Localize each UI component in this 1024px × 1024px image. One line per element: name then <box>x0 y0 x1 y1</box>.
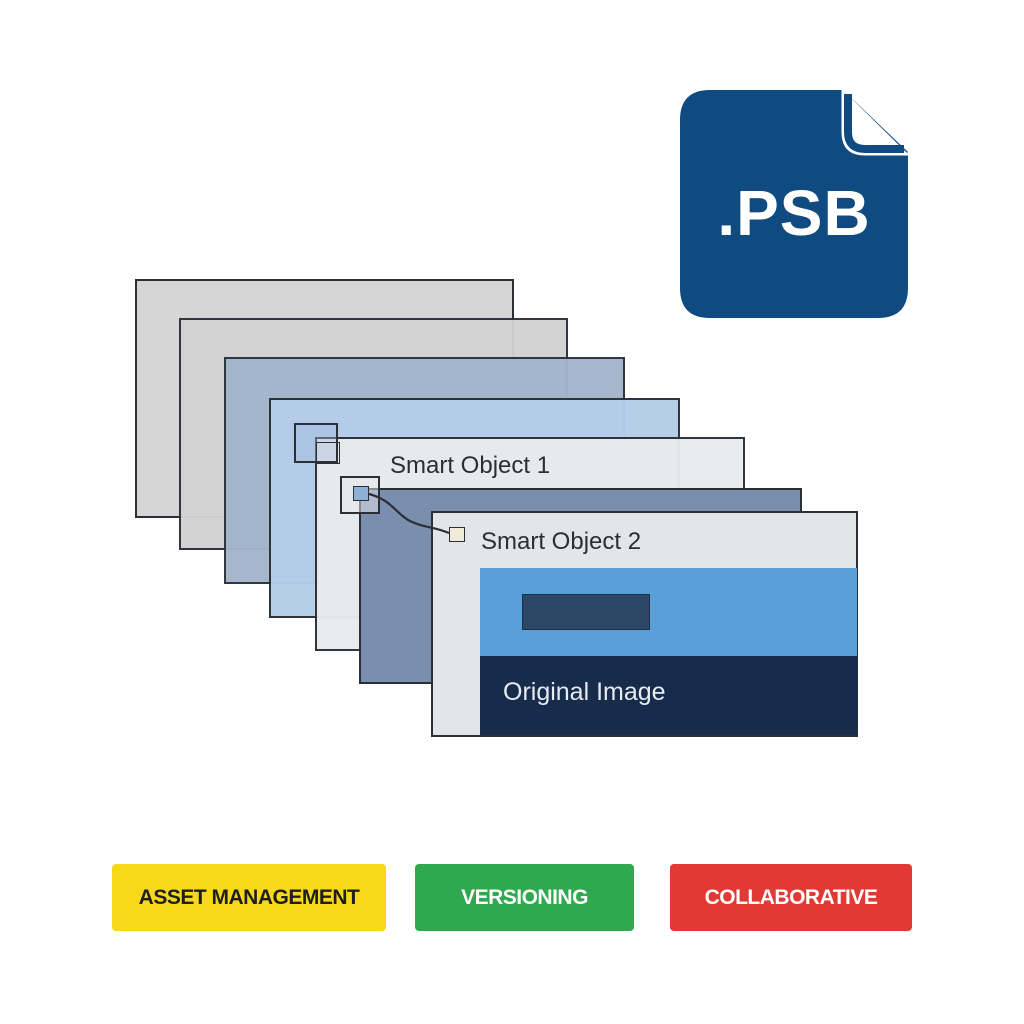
transform-handle-inner <box>316 442 340 464</box>
asset-management-badge: ASSET MANAGEMENT <box>112 864 386 931</box>
file-extension-label: .PSB <box>717 177 871 249</box>
versioning-badge: VERSIONING <box>415 864 634 931</box>
original-image-label: Original Image <box>503 678 666 706</box>
smart-object-1-label: Smart Object 1 <box>390 452 551 479</box>
smart-object-2-label: Smart Object 2 <box>481 528 642 555</box>
collaborative-badge: COLLABORATIVE <box>670 864 912 931</box>
smart-object-2-anchor <box>449 527 465 542</box>
file-icon <box>680 90 908 318</box>
original-image-header <box>480 568 857 656</box>
smart-object-handle-inner <box>353 486 369 501</box>
psb-file-icon: .PSB <box>680 90 908 318</box>
original-image-bar <box>522 594 650 630</box>
original-image-panel <box>480 568 857 735</box>
